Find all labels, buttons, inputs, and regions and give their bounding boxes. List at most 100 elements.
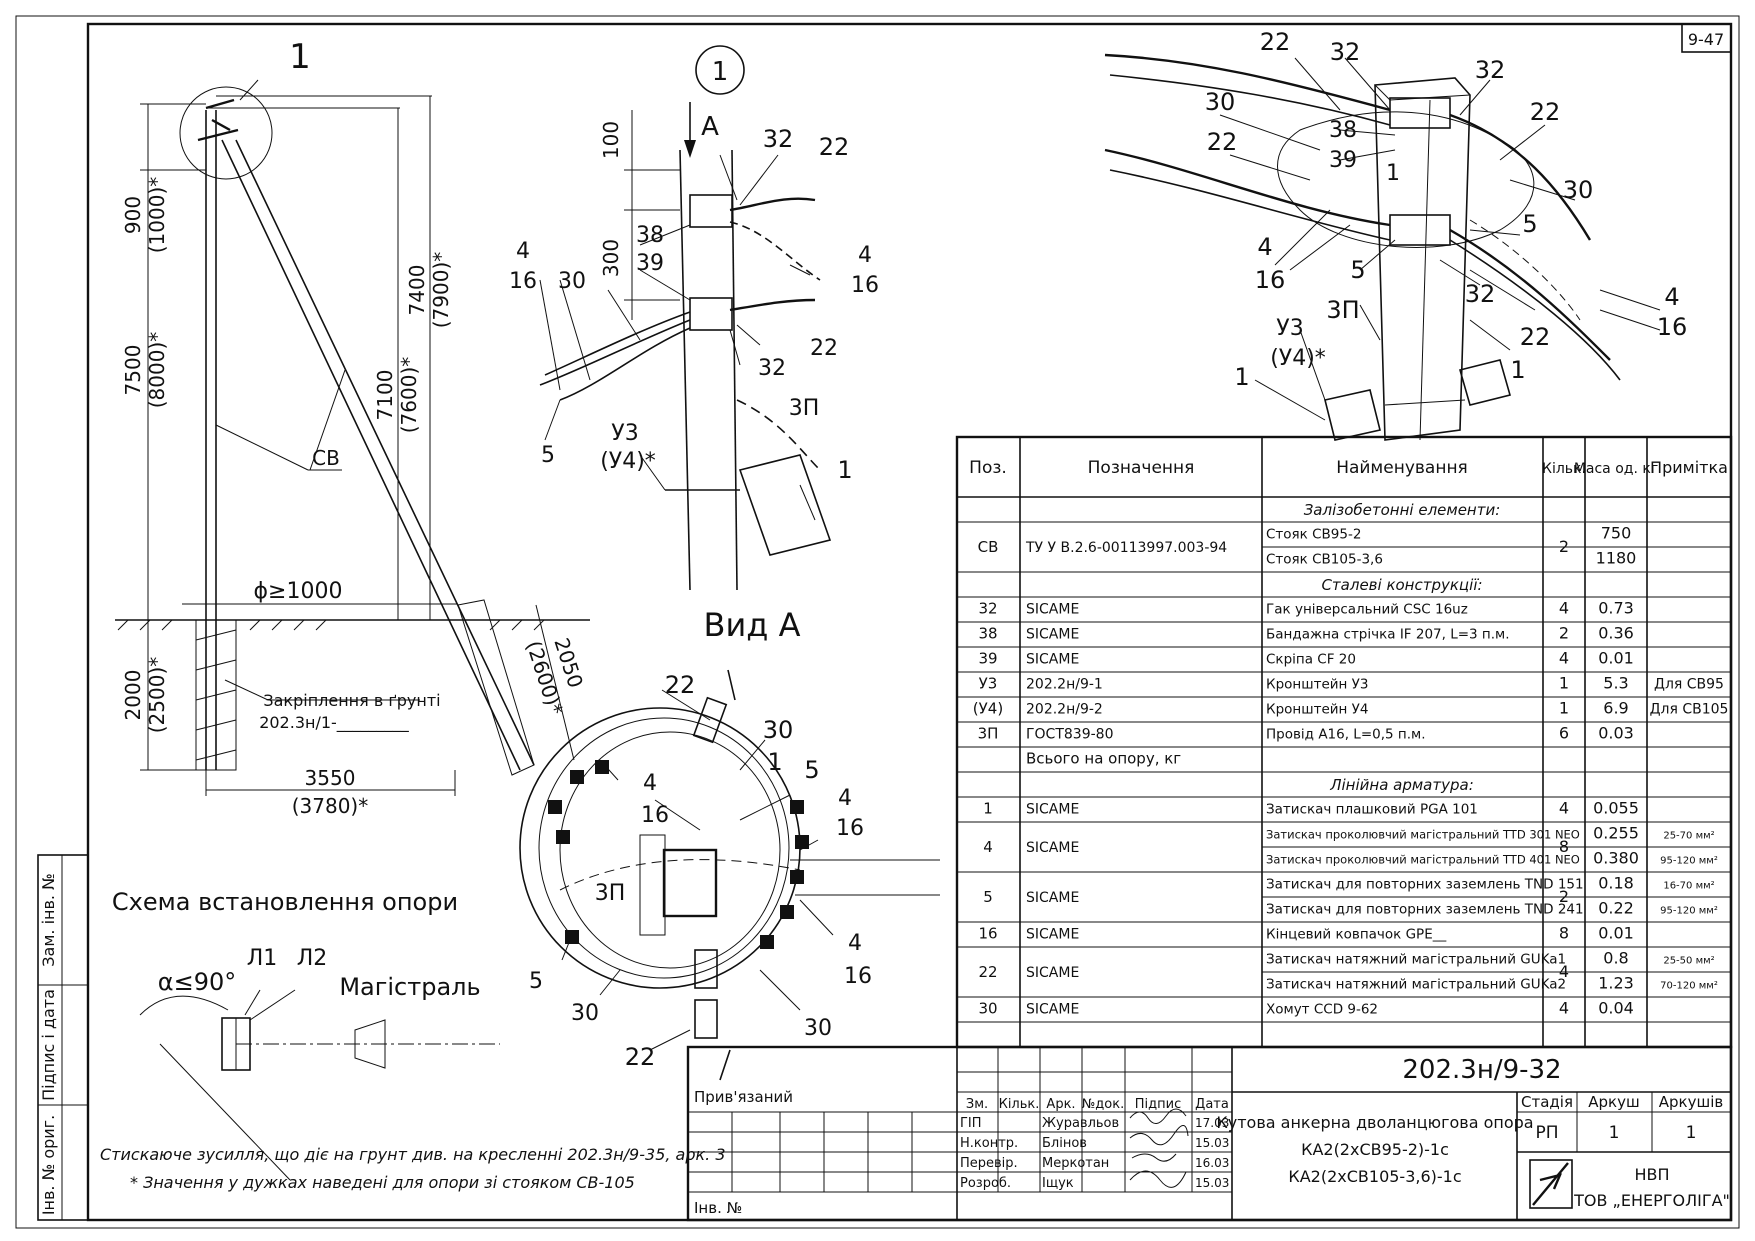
dim-2500: (2500)* (145, 657, 169, 734)
label-cv: СВ (312, 446, 340, 470)
iso-label-22-left: 22 (1207, 128, 1238, 156)
row-name: Кронштейн У4 (1266, 702, 1368, 718)
row-note: 95-120 мм² (1660, 856, 1718, 867)
viewa-label-16-right: 16 (836, 816, 864, 841)
row-pos: У3 (979, 675, 998, 693)
staff-name: Меркотан (1042, 1156, 1109, 1171)
row-name: Затискач проколювчий магістральний TTD 3… (1266, 828, 1580, 842)
dim-7100: 7100 (373, 370, 397, 421)
row-name: Стояк СВ95-2 (1266, 527, 1361, 543)
row-pos: СВ (978, 538, 999, 556)
row-qty: 8 (1559, 837, 1569, 856)
sheet-number: 9-47 (1688, 30, 1724, 49)
tb-stage: РП (1535, 1123, 1558, 1143)
side-stamp: Інв. № ориг. Підпис і дата Зам. інв. № (37, 854, 89, 1221)
row-qty: 2 (1559, 624, 1569, 643)
row-mass: 0.36 (1598, 624, 1634, 643)
row-code: 202.2н/9-1 (1026, 677, 1103, 693)
iso-label-5-left: 5 (1350, 256, 1365, 284)
tb-col-date: Дата (1195, 1097, 1229, 1112)
scheme-title: Схема встановлення опори (112, 888, 458, 916)
th-note: Примітка (1650, 458, 1728, 477)
tb-col-sheet: Арк. (1046, 1097, 1075, 1112)
tb-company-1: НВП (1634, 1165, 1669, 1184)
viewa-label-30-right: 30 (804, 1016, 832, 1041)
row-name: Гак універсальний CSC 16uz (1266, 602, 1468, 618)
dim-7500: 7500 (121, 345, 145, 396)
row-name: Кронштейн У3 (1266, 677, 1368, 693)
viewa-label-16-lower: 16 (844, 964, 872, 989)
detail-view-1 (539, 45, 832, 591)
row-name: Затискач натяжний магістральний GUKa1 (1266, 952, 1566, 968)
staff-date: 15.03 (1195, 1176, 1229, 1190)
detail-label-22-top: 22 (819, 133, 850, 161)
detail-label-32-mid: 32 (758, 356, 786, 381)
row-qty: 8 (1559, 924, 1569, 943)
section-fittings: Лінійна арматура: (1329, 776, 1474, 794)
staff-date: 16.03 (1195, 1156, 1229, 1170)
row-pos: 4 (983, 838, 993, 856)
dim-900: 900 (121, 196, 145, 234)
row-name: Затискач для повторних заземлень TND 241 (1266, 902, 1584, 918)
installation-scheme (139, 989, 500, 1181)
row-name: Затискач для повторних заземлень TND 151 (1266, 877, 1584, 893)
stamp-replace-inv: Зам. інв. № (39, 873, 58, 966)
iso-label-16-right: 16 (1657, 313, 1688, 341)
iso-label-22-lower: 22 (1520, 323, 1551, 351)
row-pos: 22 (978, 963, 997, 981)
dim-3550: 3550 (305, 766, 356, 790)
tb-description-2: КА2(2хСВ95-2)-1с (1301, 1140, 1449, 1159)
row-qty: 1 (1559, 699, 1569, 718)
viewa-label-30-left: 30 (571, 1001, 599, 1026)
tb-col-change: Зм. (966, 1097, 988, 1112)
iso-label-22-top: 22 (1260, 28, 1291, 56)
staff-date: 15.03 (1195, 1136, 1229, 1150)
dim-7600: (7600)* (397, 357, 421, 434)
label-mainline: Магістраль (339, 973, 480, 1001)
iso-label-39: 39 (1329, 148, 1357, 173)
row-name: Провід А16, L=0,5 п.м. (1266, 727, 1426, 743)
ground-fixing-label: Закріплення в ґрунті (263, 691, 440, 710)
row-name: Стояк СВ105-3,6 (1266, 552, 1383, 568)
row-pos: 30 (978, 1000, 997, 1018)
row-qty: 6 (1559, 724, 1569, 743)
iso-label-30-left: 30 (1205, 88, 1236, 116)
staff-name: Блінов (1042, 1136, 1087, 1151)
dim-8000: (8000)* (145, 332, 169, 409)
viewa-label-16-left: 16 (641, 803, 669, 828)
view-arrow-a: А (701, 112, 719, 142)
stamp-inv-orig: Інв. № ориг. (39, 1115, 58, 1215)
viewa-label-1: 1 (767, 748, 782, 776)
staff-name: Журавльов (1042, 1116, 1119, 1131)
dim-300: 300 (599, 239, 623, 277)
row-code: SICAME (1026, 652, 1079, 668)
th-mass: Маса од. кг (1574, 461, 1658, 477)
viewa-label-5-bottom: 5 (529, 969, 543, 994)
tb-sheet-label: Аркуш (1588, 1093, 1639, 1111)
row-note: 95-120 мм² (1660, 906, 1718, 917)
tb-inv: Інв. № (694, 1199, 742, 1217)
detail-label-5: 5 (541, 443, 555, 468)
detail-label-4-right: 4 (858, 243, 872, 268)
detail-callout-number: 1 (712, 57, 729, 87)
view-a-drawing (519, 669, 940, 1081)
row-pos: 38 (978, 625, 997, 643)
stamp-sign-date: Підпис і дата (39, 989, 58, 1101)
iso-label-32-mid: 32 (1465, 280, 1496, 308)
phi-diameter: ϕ≥1000 (254, 579, 343, 604)
row-qty: 4 (1559, 962, 1569, 981)
title-block (686, 1045, 1733, 1222)
row-qty: 1 (1559, 674, 1569, 693)
tb-col-doc: №док. (1082, 1097, 1124, 1112)
drawing-code: 202.3н/9-32 (1402, 1055, 1561, 1085)
tb-col-qty: Кільк. (999, 1097, 1040, 1112)
row-pos: (У4) (973, 700, 1003, 718)
viewa-label-5-top: 5 (804, 756, 819, 784)
detail-label-39: 39 (636, 251, 664, 276)
row-name: Кінцевий ковпачок GPE__ (1266, 927, 1446, 943)
iso-label-16-left: 16 (1255, 266, 1286, 294)
row-code: SICAME (1026, 802, 1079, 818)
row-mass: 1180 (1596, 549, 1637, 568)
row-code: ТУ У В.2.6-00113997.003-94 (1025, 540, 1227, 556)
